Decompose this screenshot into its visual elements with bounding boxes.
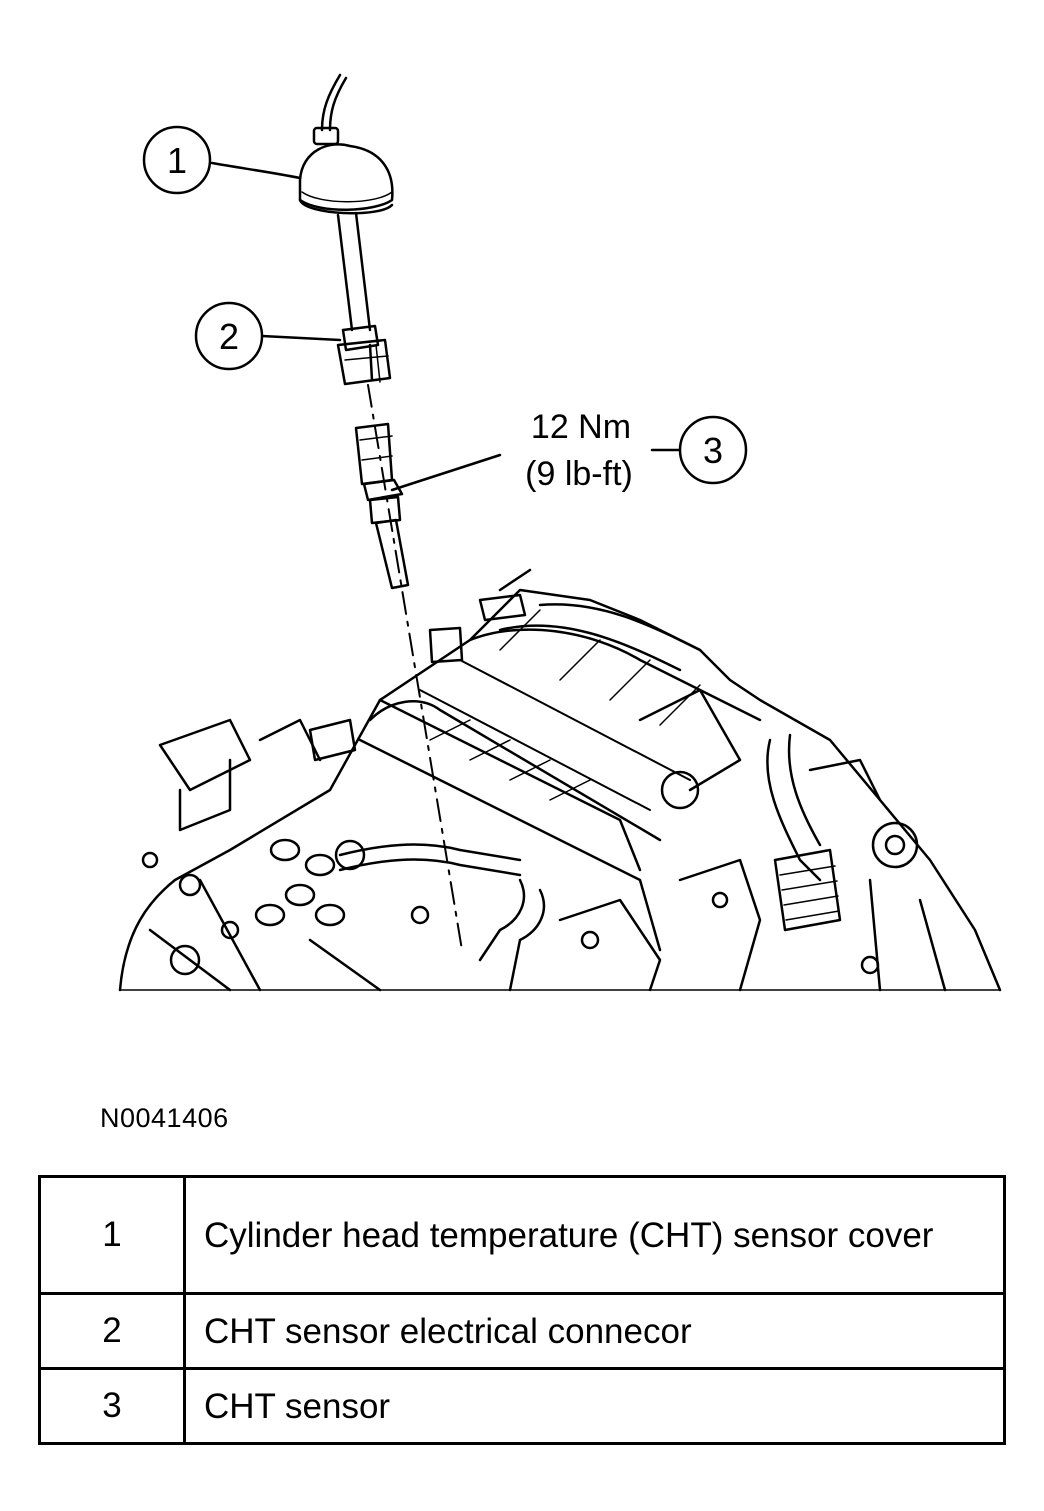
cht-sensor-drawing [354, 422, 410, 590]
legend-row: 1 Cylinder head temperature (CHT) sensor… [38, 1175, 1006, 1295]
torque-metric: 12 Nm [531, 408, 631, 446]
figure-id: N0041406 [100, 1103, 229, 1133]
legend-row: 3 CHT sensor [38, 1367, 1006, 1445]
legend-description: Cylinder head temperature (CHT) sensor c… [183, 1175, 1006, 1295]
callout-1: 1 [142, 125, 212, 195]
legend-row: 2 CHT sensor electrical connecor [38, 1292, 1006, 1370]
legend-number: 1 [38, 1175, 186, 1295]
legend-number: 2 [38, 1292, 186, 1370]
leader-line-2 [260, 334, 342, 342]
svg-text:1: 1 [167, 140, 187, 181]
engine-illustration: 1 2 3 12 Nm (9 lb-ft) [118, 73, 1002, 992]
callout-3: 3 [678, 415, 748, 485]
legend-description: CHT sensor electrical connecor [183, 1292, 1006, 1370]
svg-text:3: 3 [703, 430, 723, 471]
leader-line-3 [390, 453, 502, 492]
leader-line-1 [210, 161, 302, 180]
callout-2: 2 [194, 301, 264, 371]
engine-block-drawing [118, 568, 1002, 992]
svg-text:2: 2 [219, 316, 239, 357]
cht-connector-drawing [336, 324, 392, 386]
legend-description: CHT sensor [183, 1367, 1006, 1445]
cht-sensor-cover-drawing [298, 73, 394, 332]
legend-number: 3 [38, 1367, 186, 1445]
torque-imperial: (9 lb-ft) [525, 455, 633, 493]
installation-centerline [367, 384, 463, 951]
legend-table: 1 Cylinder head temperature (CHT) sensor… [38, 1175, 1006, 1445]
